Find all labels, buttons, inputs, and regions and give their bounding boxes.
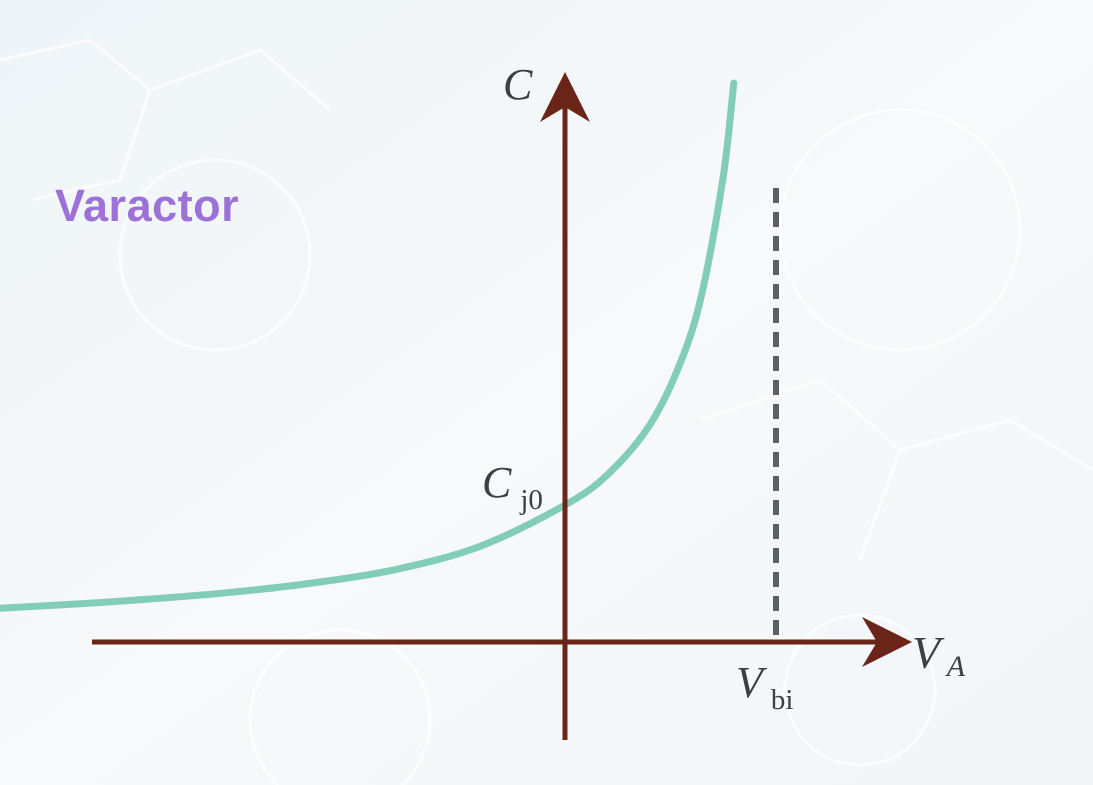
vbi-tick-label-symbol: V <box>736 658 768 707</box>
cj0-tick-label-symbol: C <box>482 458 512 507</box>
x-axis-label: V A <box>912 627 966 683</box>
capacitance-curve <box>0 79 738 612</box>
vbi-tick-label: V bi <box>736 658 793 716</box>
cj0-tick-label: C j0 <box>482 458 543 516</box>
cj0-tick-label-subscript: j0 <box>519 484 543 516</box>
y-axis-label-symbol: C <box>503 60 533 109</box>
slide-title: Varactor <box>55 180 240 231</box>
decorative-molecule-pattern <box>0 38 1093 785</box>
x-axis-label-subscript: A <box>945 650 966 683</box>
y-axis-label: C <box>503 60 533 109</box>
x-axis-label-symbol: V <box>912 627 945 678</box>
vbi-tick-label-subscript: bi <box>771 684 794 716</box>
